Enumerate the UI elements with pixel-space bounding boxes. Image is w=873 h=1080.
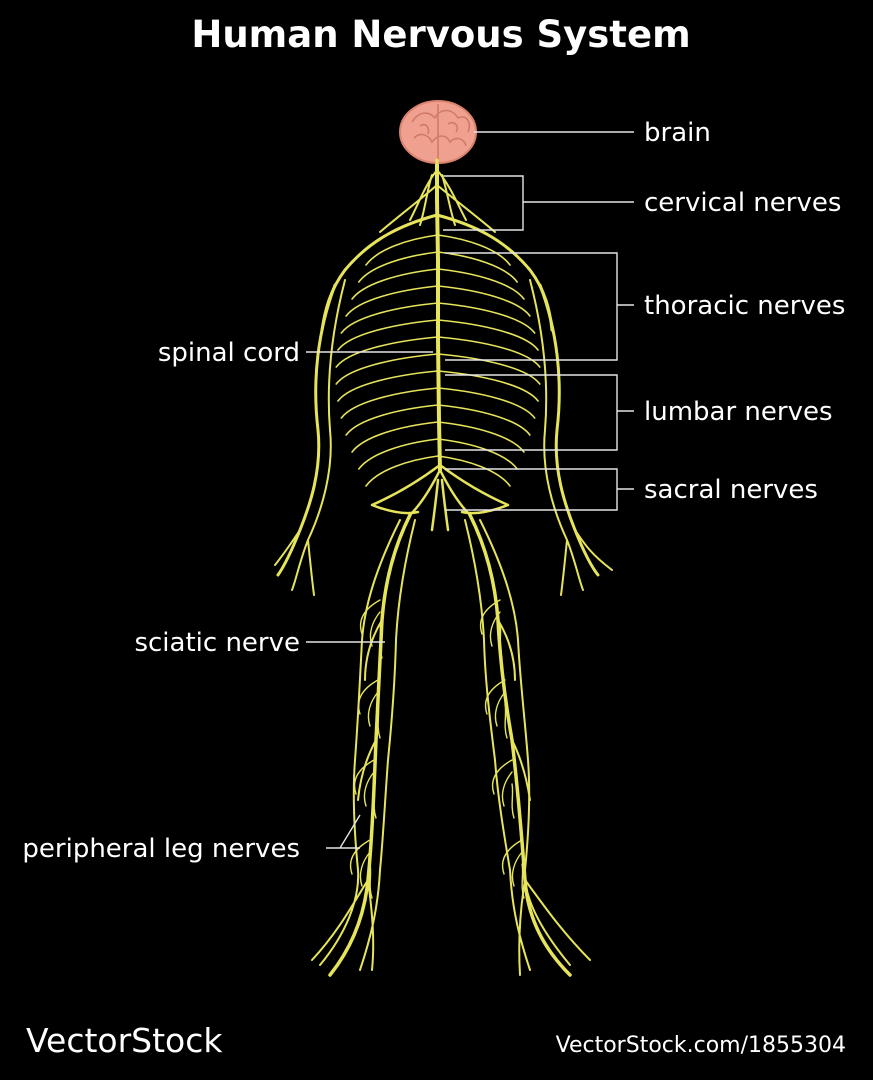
torso-nerve-branch (437, 387, 536, 419)
leg-nerve-branch (491, 759, 513, 795)
label-sciatic-nerve: sciatic nerve (134, 628, 300, 658)
torso-nerve-branch (337, 370, 439, 402)
cervical-bracket (443, 175, 634, 231)
arm-nerve-right (538, 283, 600, 577)
torso-nerve-branch (437, 234, 511, 266)
torso-nerve-branch (437, 285, 531, 317)
arm-nerve-left-2 (274, 279, 346, 596)
sacral-plexus (370, 463, 510, 532)
leg-nerve-branch (373, 783, 377, 819)
arm-nerve-left (276, 283, 337, 577)
leg-nerve-branch (501, 771, 513, 807)
spinal-cord-line (435, 148, 442, 472)
torso-nerve-branch (437, 319, 539, 351)
leg-nerve-branch (511, 783, 515, 819)
sciatic-nerve-right (468, 513, 572, 977)
torso-nerve-branch (437, 404, 531, 436)
torso-nerve-branch (335, 353, 439, 385)
torso-nerve-branch (340, 302, 439, 334)
torso-nerve-branch (335, 336, 439, 368)
torso-nerve-branch (437, 251, 518, 283)
leg-nerve-branch (363, 771, 375, 807)
torso-nerve-branch (345, 404, 439, 436)
leg-nerves-left (311, 519, 416, 971)
leg-nerve-branch (501, 839, 523, 875)
leg-nerve-branch (494, 691, 506, 727)
label-brain: brain (644, 118, 711, 148)
torso-nerve-branch (358, 251, 439, 283)
label-sacral-nerves: sacral nerves (644, 475, 818, 505)
torso-nerve-branch (345, 285, 439, 317)
torso-nerve-branch (337, 319, 439, 351)
leg-nerve-branch (479, 599, 501, 635)
leg-nerve-branch (369, 863, 373, 899)
leg-nerves-right (464, 519, 591, 976)
torso-nerve-branch (437, 336, 541, 368)
torso-nerve-branch (340, 387, 439, 419)
torso-nerve-branch (358, 438, 439, 470)
lumbar-bracket (445, 374, 634, 451)
label-peripheral-leg-nerves: peripheral leg nerves (22, 834, 300, 864)
leg-nerve-branch (484, 679, 506, 715)
diagram-title: Human Nervous System (191, 13, 690, 56)
torso-nerve-branch (365, 234, 439, 266)
torso-nerve-branch (365, 455, 439, 487)
leg-nerve-branch (369, 611, 381, 647)
torso-nerve-branch (437, 353, 541, 385)
torso-nerve-branch (437, 455, 511, 487)
torso-nerve-branch (437, 370, 539, 402)
leg-nerve-branch (353, 759, 375, 795)
label-lumbar-nerves: lumbar nerves (644, 397, 833, 427)
watermark-url: VectorStock.com/1855304 (556, 1033, 846, 1058)
sacral-bracket (445, 468, 634, 511)
leg-nerve-branch (499, 623, 503, 659)
arm-nerve-right-2 (529, 279, 613, 596)
torso-nerve-branches (335, 234, 541, 487)
leg-nerve-branch (489, 611, 501, 647)
leg-nerve-branch (357, 679, 379, 715)
leg-nerve-branch (359, 851, 371, 887)
nerve-figure (274, 100, 613, 977)
torso-nerve-branch (437, 302, 536, 334)
torso-nerve-branch (351, 268, 439, 300)
watermark-brand: VectorStock (26, 1021, 223, 1060)
thoracic-bracket (445, 252, 634, 361)
cervical-nerve-bundle (379, 169, 496, 233)
leg-nerve-branch (504, 703, 508, 739)
leg-nerve-branch (377, 703, 381, 739)
leg-nerve-branch (349, 839, 371, 875)
label-spinal-cord: spinal cord (158, 338, 300, 368)
leg-nerve-branch (521, 863, 525, 899)
torso-nerve-branch (437, 421, 525, 453)
torso-nerve-branch (351, 421, 439, 453)
leg-nerve-branch (379, 623, 383, 659)
leg-nerve-branch (367, 691, 379, 727)
torso-nerve-branch (437, 268, 525, 300)
label-cervical-nerves: cervical nerves (644, 188, 841, 218)
peripheral-leg-bracket (326, 814, 361, 849)
leg-nerve-branch (359, 599, 381, 635)
label-thoracic-nerves: thoracic nerves (644, 291, 845, 321)
leg-nerve-branch (511, 851, 523, 887)
leader-lines (306, 131, 634, 849)
leg-nerve-branches (349, 599, 525, 899)
brain-icon (399, 100, 477, 174)
